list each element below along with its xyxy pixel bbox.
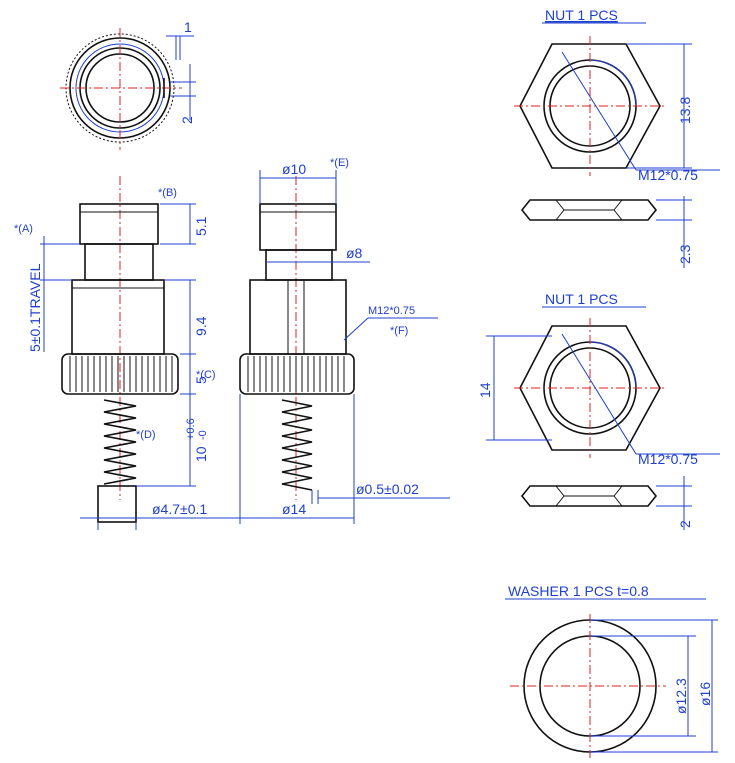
nut-2-view: NUT 1 PCS M12*0.75 14 2 (477, 291, 720, 530)
dim-10-label: 10 (193, 446, 209, 462)
nut-2-thread-label: M12*0.75 (638, 451, 698, 467)
ref-f-label: *(F) (390, 325, 408, 337)
ref-b-label: *(B) (158, 187, 177, 199)
dim-m12-side-label: M12*0.75 (368, 305, 415, 317)
ref-e-label: *(E) (330, 157, 349, 169)
ref-d-label: *(D) (136, 429, 156, 441)
ref-a-label: *(A) (14, 223, 33, 235)
dim-d05-label: ø0.5±0.02 (356, 481, 419, 497)
washer-outer-dia-label: ø16 (697, 682, 713, 706)
nut-1-thickness-label: 2.3 (677, 244, 693, 264)
dim-1-label: 1 (184, 19, 192, 35)
dim-2-label: 2 (179, 116, 195, 124)
nut-1-width-label: 13.8 (677, 97, 693, 124)
dim-4-7-label: ø4.7±0.1 (152, 501, 207, 517)
dim-5-1-label: 5.1 (193, 216, 209, 236)
dim-5-label: 5 (193, 376, 209, 384)
nut-1-thread-label: M12*0.75 (638, 167, 698, 183)
front-view-plunger: 5±0.1TRAVEL *(A) *(B) 5.1 9.4 5 *(C) 10 … (14, 176, 240, 530)
nut-1-title: NUT 1 PCS (545, 7, 618, 23)
washer-view: WASHER 1 PCS t=0.8 ø12.3 ø16 (505, 583, 718, 758)
nut-2-width-label: 14 (477, 382, 493, 398)
washer-inner-dia-label: ø12.3 (673, 678, 689, 714)
nut-1-view: NUT 1 PCS M12*0.75 13.8 2.3 (514, 7, 720, 268)
dim-10-tol-lower: -0 (197, 430, 209, 440)
nut-2-title: NUT 1 PCS (545, 291, 618, 307)
nut-2-thickness-label: 2 (677, 520, 693, 528)
dim-d10-label: ø10 (282, 161, 306, 177)
top-view-knurled-knob: 1 2 (60, 19, 196, 150)
dim-9-4-label: 9.4 (193, 316, 209, 336)
dim-10-tol-upper: +0.6 (185, 418, 197, 440)
washer-title: WASHER 1 PCS t=0.8 (508, 583, 649, 599)
travel-label: 5±0.1TRAVEL (27, 263, 43, 352)
dim-d14-label: ø14 (282, 501, 306, 517)
dim-d8-label: ø8 (346, 245, 363, 261)
section-view-plunger: ø10 *(E) ø8 M12*0.75 *(F) ø0.5±0.02 ø14 (239, 157, 450, 524)
ref-c-label: *(C) (196, 369, 216, 381)
